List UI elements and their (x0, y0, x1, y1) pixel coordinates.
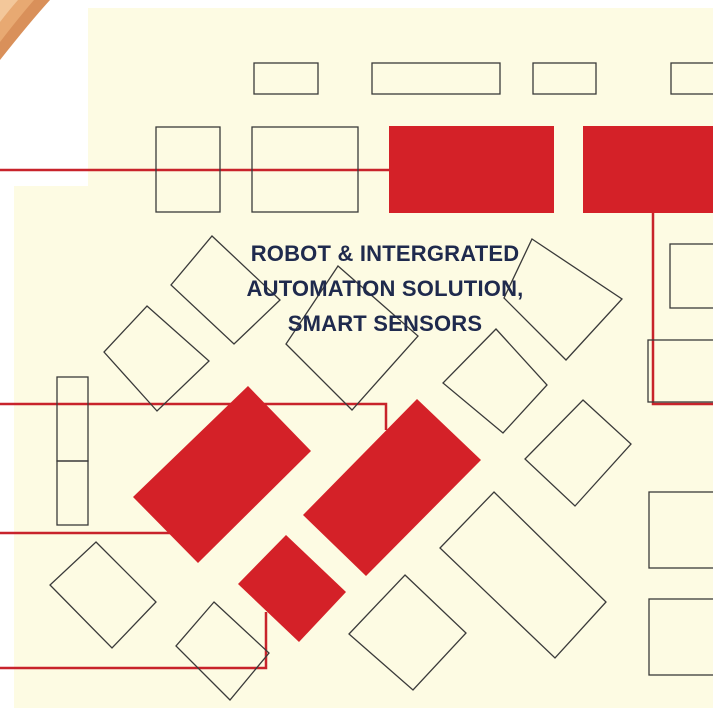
booth (439, 491, 607, 659)
booth (648, 598, 713, 676)
highlighted-booths (133, 126, 713, 642)
connector-lines (0, 168, 713, 670)
booth (348, 574, 467, 691)
booth (532, 62, 597, 95)
connector-line (0, 402, 388, 430)
booth (56, 460, 89, 526)
booth (49, 541, 157, 649)
highlight-booth (389, 126, 554, 213)
booth (170, 235, 281, 345)
booth (648, 491, 713, 569)
booth (524, 399, 632, 507)
outlined-booths (49, 62, 713, 701)
highlight-booth (238, 535, 346, 642)
booth (503, 238, 623, 361)
highlight-booth (583, 126, 713, 213)
booth (285, 265, 419, 411)
booth (155, 126, 221, 213)
highlight-booth (303, 399, 481, 576)
booth (175, 601, 270, 701)
booth (251, 126, 359, 213)
highlight-booth (133, 386, 311, 563)
booth (371, 62, 501, 95)
booth (103, 305, 210, 412)
booth (669, 243, 713, 309)
booth (442, 328, 548, 434)
corner-decoration-icon (0, 0, 50, 60)
booth (253, 62, 319, 95)
connector-line (0, 612, 268, 670)
connector-line (651, 212, 713, 406)
booth (670, 62, 713, 95)
booth (647, 339, 713, 403)
